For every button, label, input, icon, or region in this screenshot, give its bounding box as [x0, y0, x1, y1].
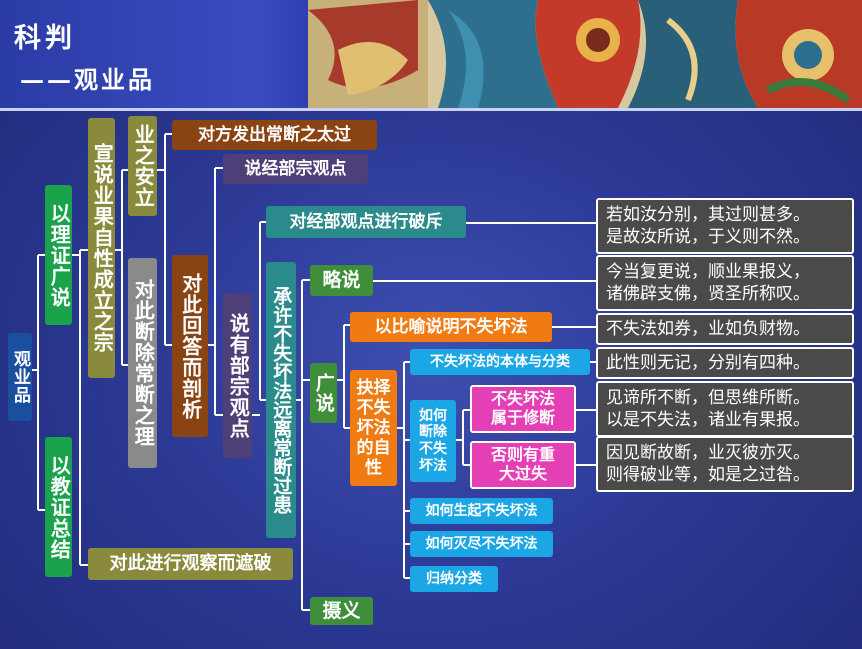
node-cultivation: 不失坏法属于修断 — [470, 385, 576, 433]
node-establish: 宣说业果自性成立之宗 — [88, 118, 115, 378]
quote-line: 是故汝所说，于义则不然。 — [606, 227, 810, 247]
slide-title: 科判 — [14, 23, 76, 54]
node-conclude: 摄义 — [310, 597, 373, 625]
node-analogy: 以比喻说明不失坏法 — [350, 312, 552, 342]
node-own-view: 说有部宗观点 — [223, 293, 252, 458]
node-fault: 否则有重大过失 — [470, 441, 576, 489]
node-essence: 不失坏法的本体与分类 — [410, 349, 590, 375]
quote-box-5: 见谛所不断，但思维所断。以是不失法，诸业有果报。 — [596, 381, 854, 437]
quote-box-1: 若如汝分别，其过则甚多。是故汝所说，于义则不然。 — [596, 198, 854, 254]
header-divider — [0, 108, 862, 111]
node-select: 抉择不失坏法的自性 — [350, 370, 397, 486]
node-accept: 承许不失坏法远离常断过患 — [266, 262, 296, 538]
root-node: 观业品 — [8, 333, 32, 421]
quote-box-4: 此性则无记，分别有四种。 — [596, 347, 854, 379]
quote-box-2: 今当复更说，顺业果报义，诸佛辟支佛，贤圣所称叹。 — [596, 255, 854, 311]
quote-line: 见谛所不断，但思维所断。 — [606, 387, 810, 408]
quote-box-3: 不失法如券，业如负财物。 — [596, 313, 854, 345]
quote-line: 诸佛辟支佛，贤圣所称叹。 — [606, 284, 810, 304]
node-observe: 对此进行观察而遮破 — [88, 548, 293, 580]
node-cease: 如何灭尽不失坏法 — [410, 531, 553, 557]
node-scripture: 以教证总结 — [45, 437, 72, 577]
node-opponent: 对方发出常断之太过 — [172, 120, 377, 150]
node-how-eliminate: 如何断除不失坏法 — [410, 400, 456, 482]
node-summary: 归纳分类 — [410, 566, 498, 592]
node-secure: 业之安立 — [128, 116, 157, 216]
quote-line: 因见断故断，业灭彼亦灭。 — [606, 442, 810, 463]
node-brief: 略说 — [310, 265, 373, 296]
quote-line: 今当复更说，顺业果报义， — [606, 261, 810, 282]
quote-line: 此性则无记，分别有四种。 — [606, 352, 810, 373]
node-eliminate: 对此断除常断之理 — [128, 258, 157, 468]
node-extensive: 广说 — [310, 363, 337, 423]
thangka-artwork-image — [308, 0, 862, 108]
node-sautrantika-view: 说经部宗观点 — [223, 154, 368, 184]
node-reason: 以理证广说 — [45, 185, 72, 325]
node-refute: 对经部观点进行破斥 — [266, 206, 466, 238]
quote-line: 不失法如券，业如负财物。 — [606, 318, 810, 339]
quote-line: 则得破业等，如是之过咎。 — [606, 465, 810, 485]
quote-box-6: 因见断故断，业灭彼亦灭。则得破业等，如是之过咎。 — [596, 436, 854, 492]
quote-line: 若如汝分别，其过则甚多。 — [606, 204, 810, 225]
node-answer: 对此回答而剖析 — [172, 255, 208, 437]
slide-subtitle: ——观业品 — [20, 65, 155, 94]
quote-line: 以是不失法，诸业有果报。 — [606, 410, 810, 430]
node-arise: 如何生起不失坏法 — [410, 498, 553, 524]
